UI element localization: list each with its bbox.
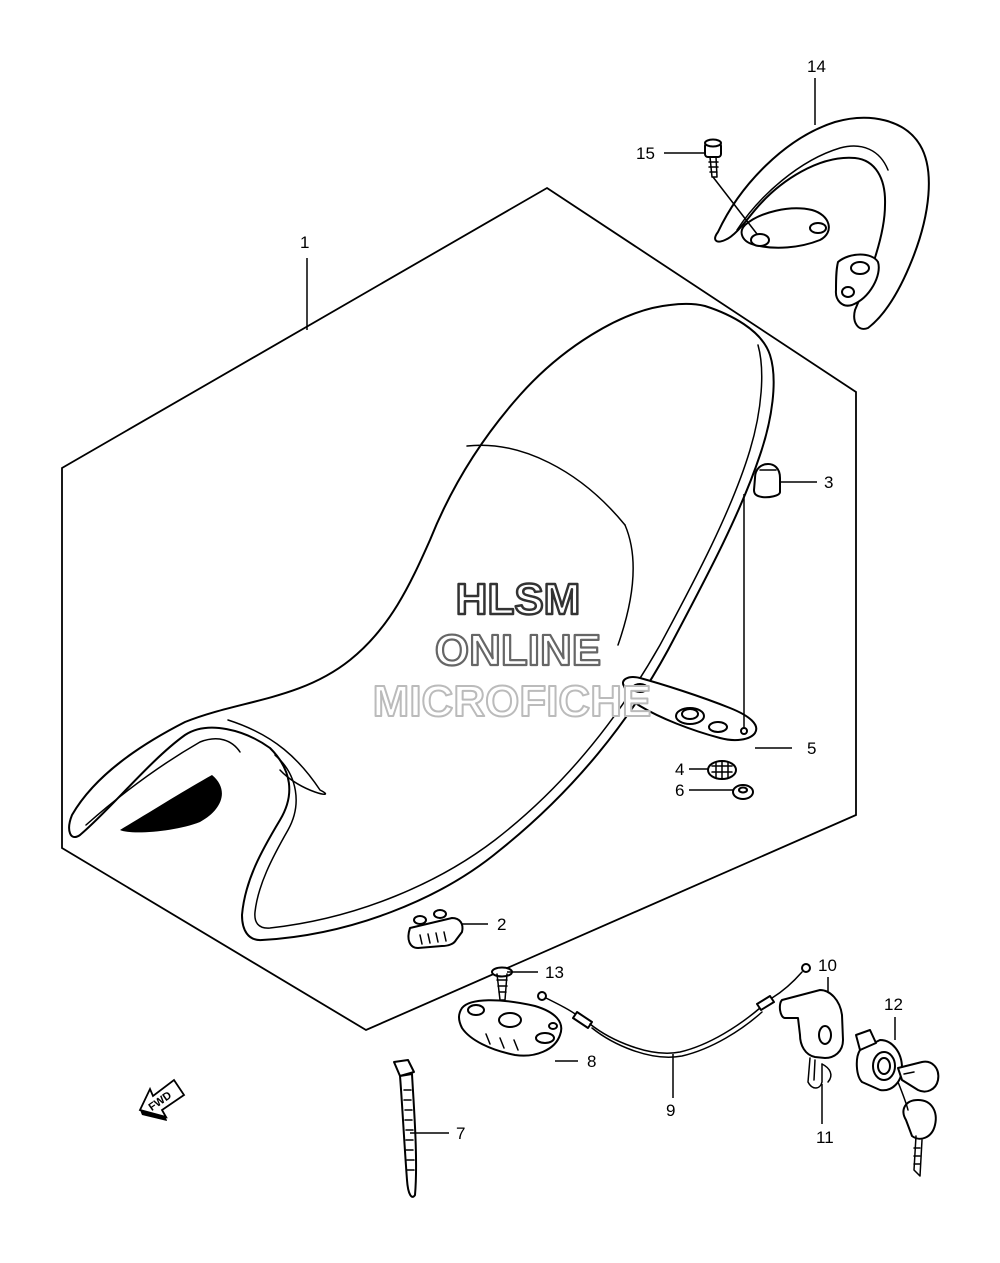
callout-13: 13: [545, 963, 564, 982]
watermark: HLSM ONLINE MICROFICHE: [372, 574, 653, 727]
watermark-line-2: ONLINE: [435, 626, 601, 675]
seat[interactable]: [68, 302, 775, 942]
seat-assembly-outline: [61, 186, 857, 1032]
seat-lock-cable[interactable]: [537, 963, 811, 1058]
callout-1: 1: [300, 233, 309, 252]
callout-14: 14: [807, 57, 826, 76]
callout-5: 5: [807, 739, 816, 758]
callout-7: 7: [456, 1124, 465, 1143]
lock-bracket[interactable]: [778, 989, 844, 1059]
lock-clip[interactable]: [807, 1057, 832, 1089]
callout-4: 4: [675, 760, 684, 779]
nut[interactable]: [732, 784, 754, 800]
callout-12: 12: [884, 995, 903, 1014]
callout-3: 3: [824, 473, 833, 492]
seat-lock-base[interactable]: [458, 999, 563, 1057]
callout-10: 10: [818, 956, 837, 975]
watermark-line-3: MICROFICHE: [373, 677, 652, 726]
bolt-grab-handle[interactable]: [704, 138, 722, 178]
callout-6: 6: [675, 781, 684, 800]
grab-handle[interactable]: [714, 116, 930, 330]
seat-cushion[interactable]: [753, 463, 781, 499]
seat-bracket[interactable]: [622, 676, 758, 742]
callout-8: 8: [587, 1052, 596, 1071]
leader-lines: [306, 78, 896, 1134]
cable-tie[interactable]: [393, 1059, 418, 1198]
callout-11: 11: [816, 1128, 834, 1147]
callout-labels: 1 14 15 3 5 4 6 2 13 8 9 10 11 12 7: [300, 57, 903, 1147]
callout-2: 2: [497, 915, 506, 934]
key[interactable]: [897, 1060, 940, 1177]
seat-lock-cylinder[interactable]: [855, 1029, 903, 1092]
grommet[interactable]: [707, 760, 737, 780]
seat-hook[interactable]: [407, 909, 464, 949]
forward-direction-arrow: FWD: [138, 1078, 186, 1121]
callout-15: 15: [636, 144, 655, 163]
callout-9: 9: [666, 1101, 675, 1120]
watermark-line-1: HLSM: [456, 575, 581, 624]
